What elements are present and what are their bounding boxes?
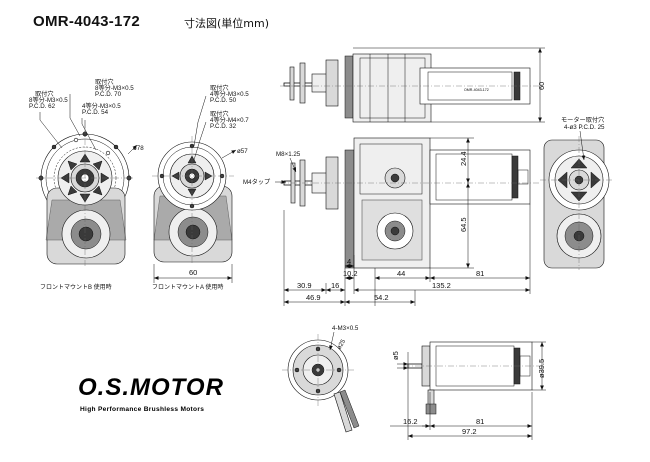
motor-dim-81: 81 <box>476 417 484 426</box>
dim-54-2: 54.2 <box>374 293 389 302</box>
m8-thread-label: M8×1.25 <box>276 151 301 158</box>
front-view-mount-a <box>152 136 237 264</box>
dim-44: 44 <box>397 269 405 278</box>
front-view-mount-b <box>36 120 138 266</box>
left-note1-line2: P.C.D. 62 <box>29 103 56 110</box>
logo-tagline: High Performance Brushless Motors <box>80 406 204 413</box>
dim-24-4: 24.4 <box>459 151 468 166</box>
motor-dim-97-2: 97.2 <box>462 427 477 436</box>
motor-front-view <box>282 334 360 433</box>
left-note1-title: 取付穴 <box>35 90 54 98</box>
left-note1-line1: 8等分-M3×0.5 <box>29 96 68 104</box>
left-note2-line2: P.C.D. 70 <box>95 91 122 98</box>
os-motor-logo: O.S.MOTOR High Performance Brushless Mot… <box>78 374 224 413</box>
caption-mount-b: フロントマウントB 使用時 <box>40 283 112 291</box>
mid-note2-line2: P.C.D. 32 <box>210 123 237 130</box>
logo-brand: O.S.MOTOR <box>78 374 224 401</box>
left-note3-line1: 4等分-M3×0.5 <box>82 102 121 110</box>
mid-note1-line2: P.C.D. 50 <box>210 97 237 104</box>
mid-note1-title: 取付穴 <box>210 84 229 92</box>
left-note2-line1: 8等分-M3×0.5 <box>95 84 134 92</box>
m4-tap-label: M4タップ <box>243 178 271 186</box>
left-note2-title: 取付穴 <box>95 78 114 86</box>
dia-57-label: ø57 <box>237 148 248 155</box>
height-60-dim: 60 <box>537 82 546 90</box>
motor-dim-16-2: 16.2 <box>403 417 418 426</box>
motor-dia-25: ø25 <box>336 338 348 351</box>
rear-note-line1: 4-ø3 P.C.D. 25 <box>564 124 605 131</box>
main-side-view <box>280 137 540 269</box>
rear-note-title: モーター取付穴 <box>561 116 604 124</box>
dim-64-5: 64.5 <box>459 217 468 232</box>
dim-30-9: 30.9 <box>297 281 312 290</box>
motor-hole-note: 4-M3×0.5 <box>332 325 359 332</box>
dim-16: 16 <box>331 281 339 290</box>
drawing-subtitle: 寸法図(単位mm) <box>184 17 270 30</box>
motor-dia-39-5: ø39.5 <box>537 359 546 378</box>
can-label-top: OMR-4043-172 <box>464 88 489 92</box>
mid-note2-title: 取付穴 <box>210 110 229 118</box>
left-note3-line2: P.C.D. 54 <box>82 109 109 116</box>
motor-side-view <box>404 341 540 415</box>
dim-4: 4 <box>347 257 351 266</box>
mid-note1-line1: 4等分-M3×0.5 <box>210 90 249 98</box>
dim-46-9: 46.9 <box>306 293 321 302</box>
rear-view <box>540 136 612 270</box>
dim-81-side: 81 <box>476 269 484 278</box>
width-60-dim: 60 <box>189 268 197 277</box>
dim-135-2: 135.2 <box>432 281 451 290</box>
top-side-view: OMR-4043-172 <box>280 53 540 123</box>
caption-mount-a: フロントマウントA 使用時 <box>152 283 223 291</box>
mid-note2-line1: 4等分-M4×0.7 <box>210 116 249 124</box>
dim-10-2: 10.2 <box>343 269 358 278</box>
left-hole-markers <box>73 137 111 156</box>
model-title: OMR-4043-172 <box>33 13 140 30</box>
motor-dia-5: ø5 <box>391 351 400 360</box>
side-dim-chain <box>283 204 531 306</box>
dia-78-label: ø78 <box>133 145 144 152</box>
